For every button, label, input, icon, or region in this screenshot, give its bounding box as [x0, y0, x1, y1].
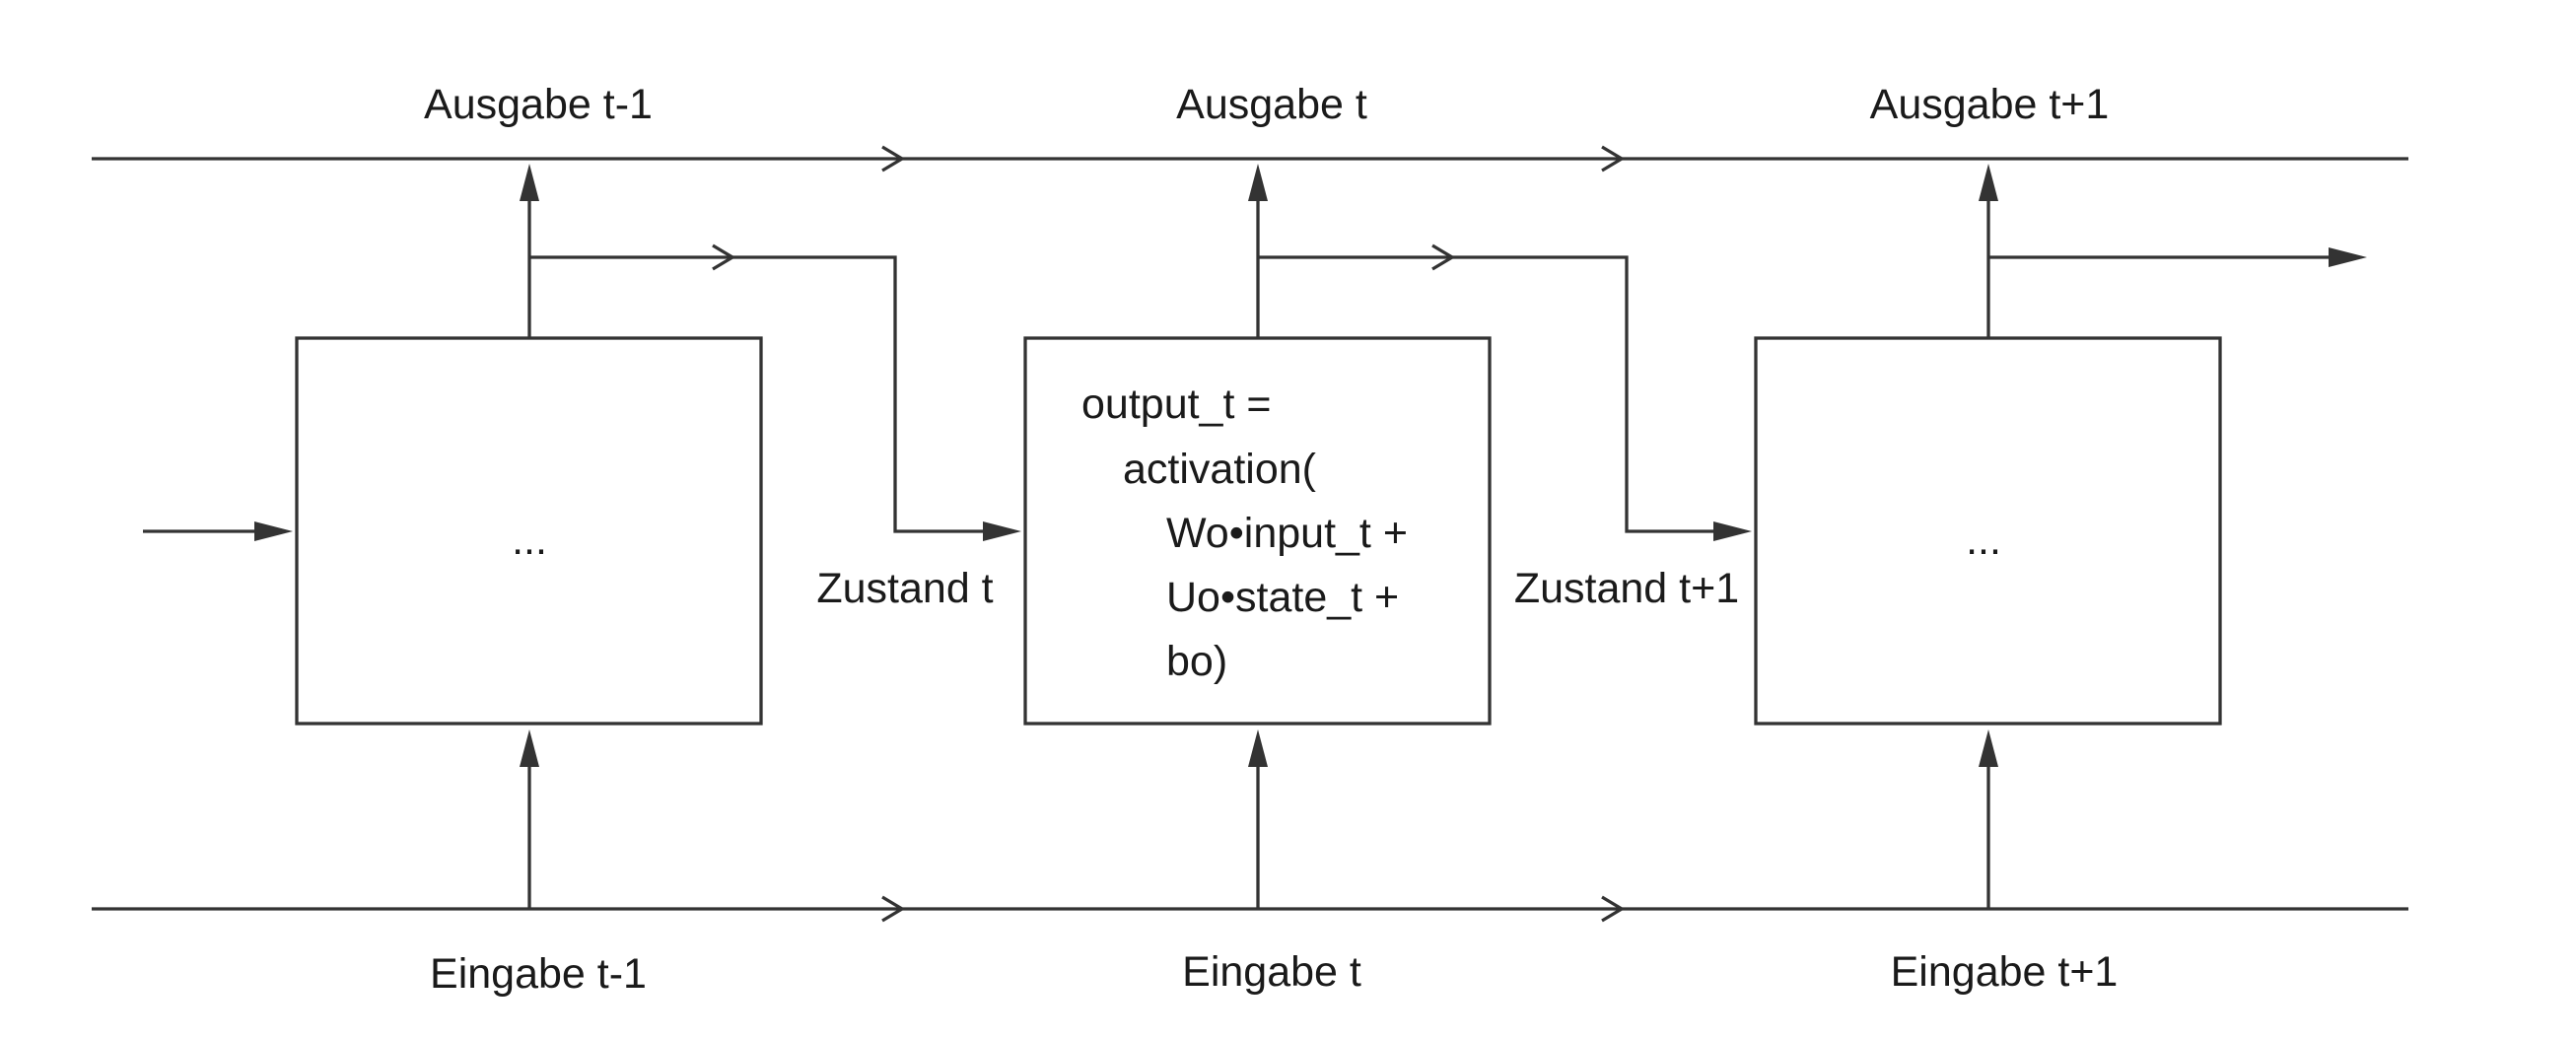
formula-line-4: Uo•state_t + [1166, 574, 1399, 621]
state-path-t-arrowhead [983, 521, 1021, 541]
state-out-arrowhead [2329, 247, 2367, 267]
output-label-t-plus-1: Ausgabe t+1 [1870, 81, 2110, 128]
formula-line-2: activation( [1123, 446, 1317, 493]
input-timeline-chevron-1 [881, 895, 906, 923]
cell-placeholder-right: ... [1966, 517, 2001, 564]
formula-line-5: bo) [1166, 638, 1227, 685]
rnn-cell-t-minus-1 [295, 336, 763, 726]
state-path-t-chevron [712, 243, 736, 271]
input-label-t-minus-1: Eingabe t-1 [430, 950, 647, 998]
formula-line-1: output_t = [1081, 381, 1271, 428]
input-label-t-plus-1: Eingabe t+1 [1891, 948, 2119, 996]
input-label-t: Eingabe t [1182, 948, 1361, 996]
output-label-t-minus-1: Ausgabe t-1 [424, 81, 653, 128]
rnn-cell-t [1023, 336, 1492, 726]
input-arrowhead-t-minus-1 [520, 729, 539, 767]
input-arrowhead-t-plus-1 [1979, 729, 1998, 767]
rnn-cell-t-plus-1 [1754, 336, 2222, 726]
state-label-t: Zustand t [816, 565, 993, 612]
input-arrowhead-t [1248, 729, 1268, 767]
output-label-t: Ausgabe t [1176, 81, 1367, 128]
output-timeline-chevron-1 [881, 145, 906, 173]
state-in-arrowhead [254, 521, 293, 541]
output-arrowhead-t-minus-1 [520, 164, 539, 201]
state-path-t-plus-1 [1258, 255, 1715, 533]
cell-placeholder-left: ... [512, 517, 547, 564]
output-arrowhead-t [1248, 164, 1268, 201]
state-path-t [529, 255, 986, 533]
formula-line-3: Wo•input_t + [1166, 510, 1408, 557]
input-timeline-chevron-2 [1601, 895, 1626, 923]
state-label-t-plus-1: Zustand t+1 [1514, 565, 1739, 612]
output-timeline-chevron-2 [1601, 145, 1626, 173]
state-path-t-plus-1-chevron [1431, 243, 1456, 271]
output-arrowhead-t-plus-1 [1979, 164, 1998, 201]
state-path-t-plus-1-arrowhead [1713, 521, 1752, 541]
